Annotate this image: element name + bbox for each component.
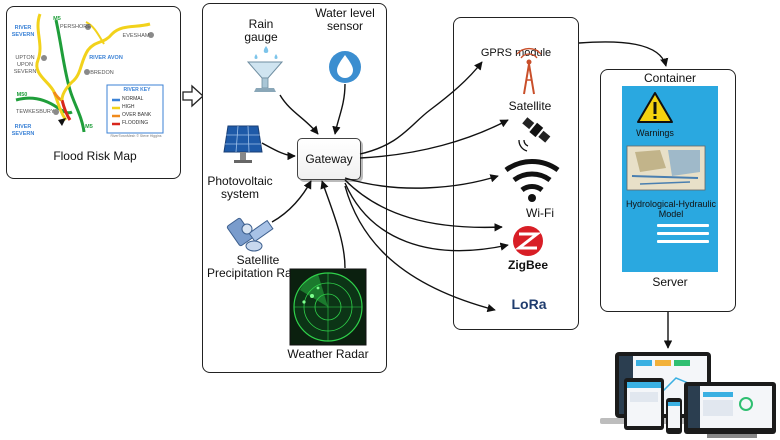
photovoltaic-label: Photovoltaic system bbox=[207, 174, 273, 201]
model-line-3 bbox=[657, 240, 709, 243]
map-credit: RiverTownMesh © Steve Higgins bbox=[110, 134, 162, 138]
wifi-label: Wi-Fi bbox=[526, 206, 554, 220]
satellite-label: Satellite bbox=[508, 99, 552, 113]
container-label: Container bbox=[643, 71, 697, 85]
warnings-label: Warnings bbox=[636, 128, 674, 138]
map-place-evesham: EVESHAM bbox=[122, 33, 150, 39]
lora-label: LoRa bbox=[511, 296, 547, 312]
map-place-river-severn-1: RIVER SEVERN bbox=[11, 25, 35, 38]
map-key-flooding: FLOODING bbox=[122, 120, 149, 126]
communication-panel bbox=[453, 17, 579, 330]
zigbee-label: ZigBee bbox=[507, 258, 548, 272]
gateway-label: Gateway bbox=[305, 152, 353, 166]
map-place-m50: M50 bbox=[16, 92, 28, 98]
model-label: Hydrological-Hydraulic Model bbox=[625, 199, 717, 219]
map-place-bredon: BREDON bbox=[90, 70, 114, 76]
weather-radar-label: Weather Radar bbox=[287, 347, 369, 361]
map-place-pershore: PERSHORE bbox=[60, 24, 91, 30]
water-level-sensor-label: Water level sensor bbox=[315, 6, 375, 33]
map-place-river-avon: RIVER AVON bbox=[89, 55, 123, 61]
satellite-radar-label: Satellite Precipitation Radar bbox=[206, 253, 310, 280]
map-place-upton: UPTON UPON SEVERN bbox=[13, 55, 37, 75]
m50-road bbox=[15, 96, 73, 115]
map-place-m5-1: M5 bbox=[53, 16, 61, 22]
map-place-river-severn-2: RIVER SEVERN bbox=[11, 124, 35, 137]
gateway-box: Gateway bbox=[297, 138, 361, 180]
map-key-high: HIGH bbox=[122, 104, 135, 110]
server-label: Server bbox=[652, 275, 688, 289]
m5-road bbox=[54, 19, 86, 133]
rain-gauge-label: Rain gauge bbox=[244, 17, 278, 44]
flood-risk-map-caption: Flood Risk Map bbox=[53, 149, 137, 163]
model-line-1 bbox=[657, 224, 709, 227]
map-key-over-bank: OVER BANK bbox=[122, 112, 152, 118]
model-line-2 bbox=[657, 232, 709, 235]
map-place-m5-2: M5 bbox=[85, 124, 93, 130]
map-key-title: RIVER KEY bbox=[123, 87, 151, 93]
gprs-label: GPRS module bbox=[480, 47, 552, 59]
map-place-tewkesbury: TEWKESBURY bbox=[16, 109, 55, 115]
map-key-normal: NORMAL bbox=[122, 96, 144, 102]
river-avon bbox=[60, 22, 151, 101]
river-severn bbox=[35, 13, 68, 121]
